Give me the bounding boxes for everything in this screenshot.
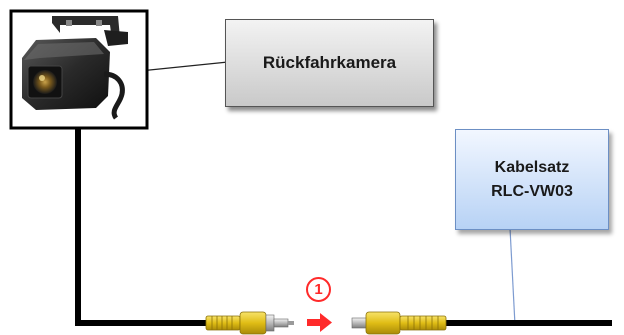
cable-set-label: Kabelsatz RLC-VW03 bbox=[455, 129, 609, 230]
camera-cable bbox=[75, 128, 206, 326]
step-number-badge: 1 bbox=[306, 277, 331, 302]
cable-set-leader-line bbox=[509, 227, 516, 326]
rca-plug-male bbox=[205, 311, 294, 335]
camera-label: Rückfahrkamera bbox=[225, 19, 434, 107]
rca-jack-female bbox=[351, 311, 447, 335]
cable-set-label-model: RLC-VW03 bbox=[491, 182, 573, 200]
cable-set-label-name: Kabelsatz bbox=[494, 158, 570, 176]
right-arrow-icon bbox=[307, 313, 332, 332]
rear-camera-photo bbox=[9, 9, 149, 130]
